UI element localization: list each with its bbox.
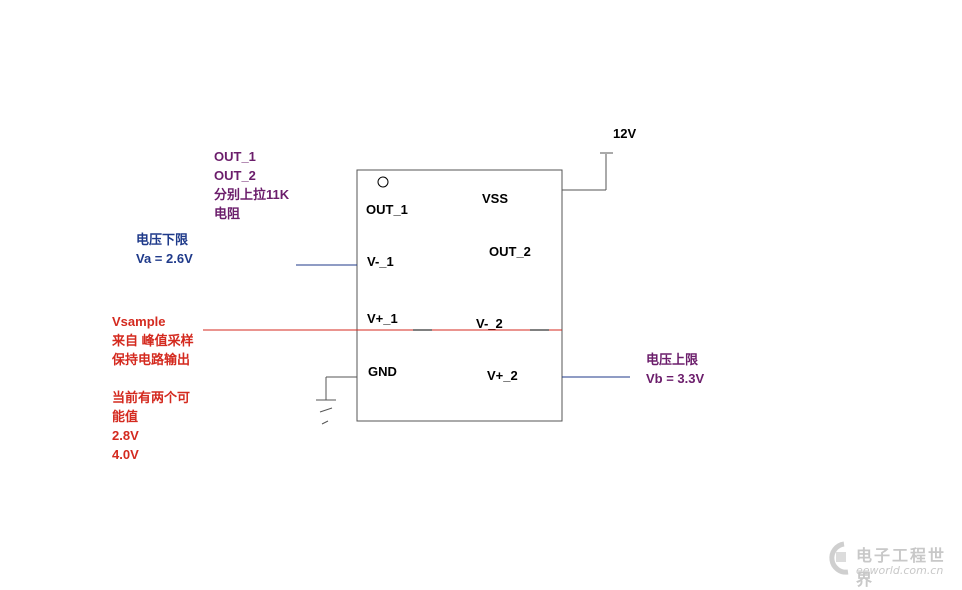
vsample-note-line: 保持电路输出 [112, 352, 191, 367]
possible-values-line: 能值 [112, 409, 139, 424]
comparator-chip-body [356, 169, 563, 422]
pullup-note: OUT_1 OUT_2 分别上拉11K 电阻 [214, 147, 289, 223]
pin-label-vminus1: V-_1 [367, 254, 394, 269]
watermark-url: eeworld.com.cn [856, 564, 944, 577]
pin-label-vminus2: V-_2 [476, 316, 503, 331]
upper-threshold-title: 电压上限 [646, 352, 699, 367]
possible-value-1: 2.8V [112, 428, 139, 443]
watermark: 电子工程世界 eeworld.com.cn [822, 540, 960, 589]
supply-voltage-label: 12V [613, 126, 637, 141]
pin-label-vss: VSS [482, 191, 509, 206]
pin1-marker-icon [377, 176, 389, 188]
upper-threshold-value: Vb = 3.3V [646, 371, 705, 386]
ground-symbol-bar-3 [321, 420, 329, 425]
note-spacer [112, 369, 194, 388]
vsample-note: Vsample 来自 峰值采样 保持电路输出 当前有两个可 能值 2.8V 4.… [112, 312, 194, 464]
ground-symbol-bar-2 [319, 407, 333, 413]
pin-label-vplus2: V+_2 [487, 368, 518, 383]
pin-label-gnd: GND [368, 364, 397, 379]
lower-threshold-title: 电压下限 [136, 232, 189, 247]
pin-label-out1: OUT_1 [366, 202, 408, 217]
lower-threshold-value: Va = 2.6V [136, 251, 193, 266]
eeworld-logo-icon [829, 541, 849, 575]
pin-label-vplus1: V+_1 [367, 311, 398, 326]
possible-values-line: 当前有两个可 [112, 390, 191, 405]
pullup-note-line: 电阻 [214, 206, 241, 221]
vsample-note-line: 来自 峰值采样 [112, 333, 194, 348]
lower-threshold-note: 电压下限 Va = 2.6V [136, 230, 193, 268]
upper-threshold-note: 电压上限 Vb = 3.3V [646, 350, 704, 388]
pullup-note-line: 分别上拉11K [214, 187, 290, 202]
pullup-note-line: OUT_2 [214, 168, 256, 183]
pin-label-out2: OUT_2 [489, 244, 531, 259]
possible-value-2: 4.0V [112, 447, 139, 462]
vsample-note-line: Vsample [112, 314, 166, 329]
pullup-note-line: OUT_1 [214, 149, 256, 164]
